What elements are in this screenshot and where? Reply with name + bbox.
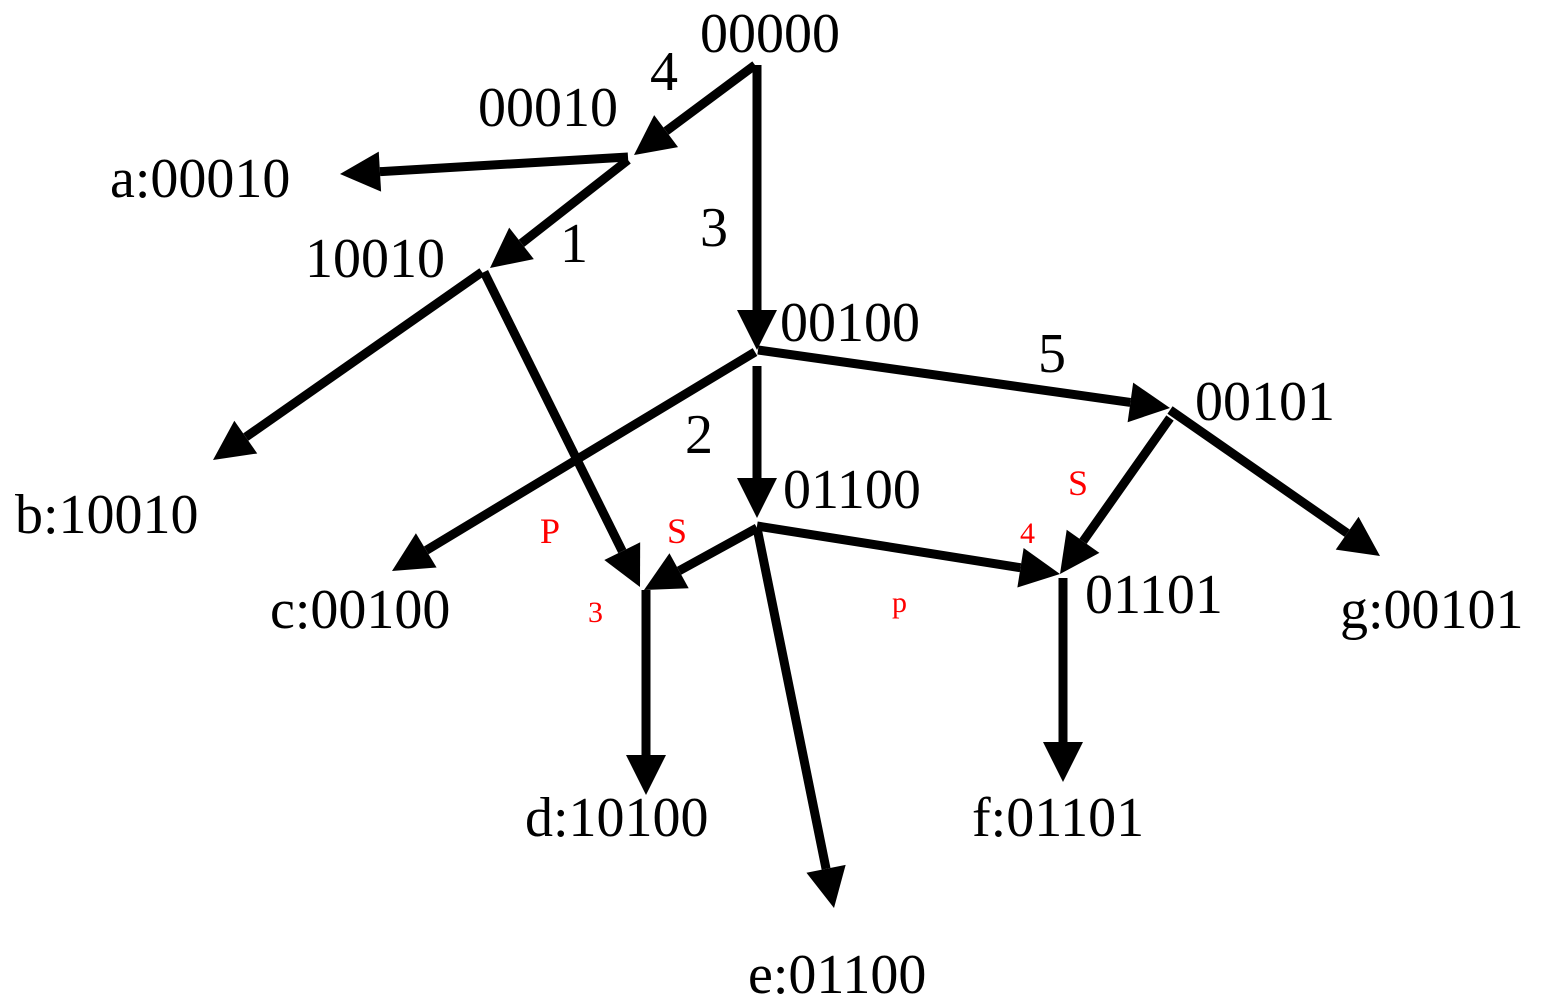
bit-label-5: 5 [1038,323,1066,385]
edge-00101-to-g [1167,406,1350,537]
node-10010: 10010 [305,228,445,290]
node-00010: 00010 [478,77,618,139]
red-label-S-right: S [1068,463,1088,503]
leaf-f: f:01101 [972,787,1144,849]
red-label-P: P [540,511,560,551]
edge-01100-to-d [676,524,760,575]
leaf-e: e:01100 [748,944,926,1002]
edge-00101-to-g-arrowhead [1335,516,1380,556]
edge-00100-to-c [423,348,758,555]
leaf-d: d:10100 [525,787,709,849]
edge-10010-to-b [243,268,485,441]
red-label-S-left: S [667,511,687,551]
edge-00100-to-00101 [757,345,1132,407]
edge-10010-to-d-back-arrowhead [604,542,641,587]
edge-00000-to-00100-arrowhead [737,310,777,350]
edge-01100-to-01101 [756,521,1022,573]
node-00101: 00101 [1195,371,1335,433]
edge-00101-to-01101-back [1079,415,1174,544]
edge-00010-to-10010-arrowhead [490,227,534,268]
node-00000: 00000 [700,3,840,65]
node-01101: 01101 [1085,564,1223,626]
bit-label-2: 2 [685,404,713,466]
edge-00000-to-00010-arrowhead [634,115,679,155]
edge-00100-to-c-arrowhead [392,533,437,571]
edges [213,61,1380,908]
edge-01100-to-e [752,527,831,870]
red-label-p: p [892,586,907,619]
edge-00010-to-a [379,152,629,177]
edge-00010-to-a-arrowhead [340,151,382,192]
bit-label-4: 4 [650,41,678,103]
edge-10010-to-b-arrowhead [213,420,258,460]
bit-label-1: 1 [560,213,588,275]
edge-f-trunk-arrowhead [1043,742,1083,782]
red-label-4: 4 [1020,517,1035,550]
edge-00000-to-00010 [663,61,758,135]
edge-01100-to-01101-arrowhead [1017,547,1060,588]
edge-01100-to-e-arrowhead [806,864,846,908]
edge-10010-to-d-back [479,270,627,554]
leaf-g: g:00101 [1340,579,1524,641]
leaf-c: c:00100 [270,579,450,641]
edge-00100-to-01100-arrowhead [737,478,777,518]
edge-00100-to-00101-arrowhead [1127,382,1170,423]
leaf-b: b:10010 [15,484,199,546]
leaf-a: a:00010 [110,148,290,210]
bit-label-3: 3 [700,197,728,259]
node-00100: 00100 [780,292,920,354]
edge-00010-to-10010 [518,156,631,247]
node-01100: 01100 [783,459,921,521]
red-label-3: 3 [588,596,603,629]
edge-01100-to-d-arrowhead [644,553,689,590]
edge-d-trunk-arrowhead [626,755,666,795]
edge-00101-to-01101-back-arrowhead [1060,529,1100,574]
